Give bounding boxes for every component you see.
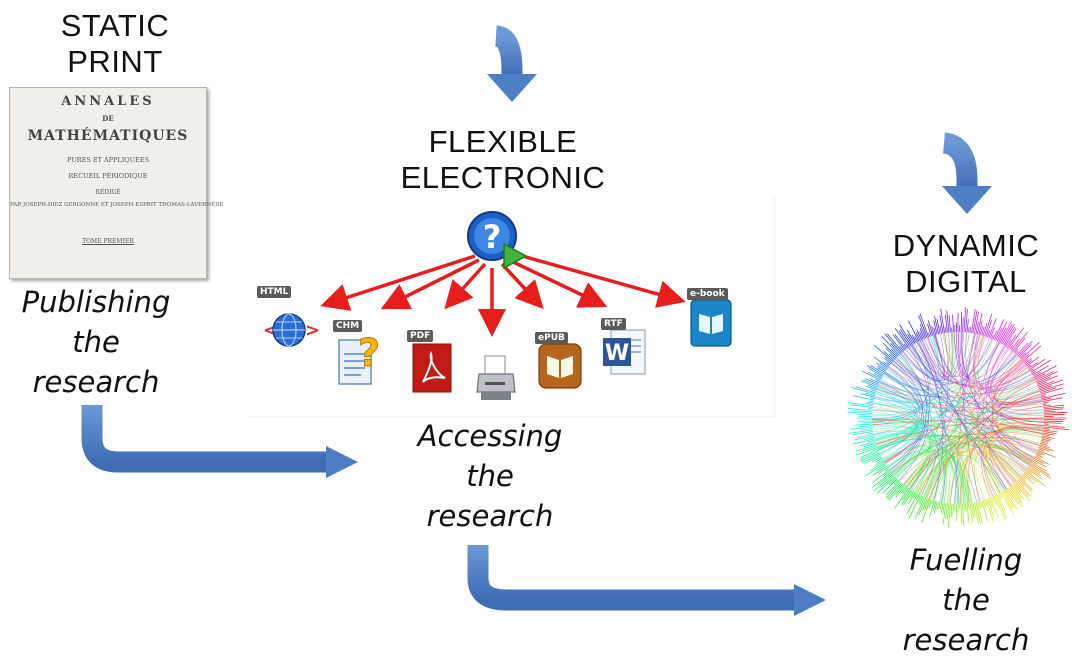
cover-text: DE [10,114,206,123]
cover-title: ANNALES [10,94,206,109]
svg-text:W: W [605,341,629,366]
svg-text:>: > [305,320,320,341]
cover-text: RÉDIGÉ [10,189,206,196]
chm-format: CHM ? [333,320,387,390]
globe-icon: < > [257,296,321,360]
caption-line: the [878,580,1054,620]
format-label: CHM [333,320,362,332]
heading-line: PRINT [40,44,190,80]
pdf-format: PDF [407,330,457,396]
cover-text: TOME PREMIER [10,238,206,245]
word-icon: W [601,328,651,384]
html-format: HTML < > [257,286,321,360]
flexible-electronic-heading: FLEXIBLE ELECTRONIC [388,124,618,196]
heading-line: DYNAMIC [876,228,1056,264]
rtf-format: RTF W [601,318,651,384]
format-label: HTML [257,286,291,298]
book-icon [535,342,585,396]
cover-text: RECUEIL PÉRIODIQUE [10,172,206,180]
ebook-format: e-book [687,288,737,354]
fuelling-caption: Fuelling the research [878,540,1054,660]
cover-text: PURES ET APPLIQUÉES [10,156,206,164]
heading-line: STATIC [40,8,190,44]
ebook-icon [687,298,737,354]
journal-cover-image: ANNALES DE MATHÉMATIQUES PURES ET APPLIQ… [9,87,207,279]
caption-line: the [410,456,570,496]
cover-text: PAR JOSEPH-DIEZ GERGONNE ET JOSEPH-ESPRI… [10,202,206,208]
publishing-caption: Publishing the research [8,282,184,402]
format-label: e-book [687,288,728,300]
format-label: ePUB [535,332,568,344]
epub-format: ePUB [535,332,585,396]
flow-arrow-accessing-to-fuelling [478,545,826,616]
svg-text:?: ? [483,218,502,256]
heading-line: FLEXIBLE [388,124,618,160]
print-format [473,352,519,404]
caption-line: Fuelling [878,540,1054,580]
caption-line: Publishing [8,282,184,322]
printer-icon [473,352,519,404]
output-formats-diagram: ? HTML < > CHM ? PDF [247,196,774,416]
help-file-icon: ? [333,330,387,390]
caption-line: the [8,322,184,362]
heading-line: DIGITAL [876,264,1056,300]
caption-line: research [8,362,184,402]
dynamic-digital-heading: DYNAMIC DIGITAL [876,228,1056,300]
help-document-icon: ? [464,208,528,272]
network-circle-graph [846,296,1070,540]
pdf-icon [407,340,457,396]
accessing-caption: Accessing the research [410,416,570,536]
caption-line: Accessing [410,416,570,456]
static-print-heading: STATIC PRINT [40,8,190,80]
heading-line: ELECTRONIC [388,160,618,196]
format-label: PDF [407,330,433,342]
flow-arrow-print-to-electronic [248,36,537,102]
svg-text:?: ? [358,331,380,375]
cover-title: MATHÉMATIQUES [10,128,206,144]
caption-line: research [410,496,570,536]
format-label: RTF [601,318,626,330]
caption-line: research [878,620,1054,660]
